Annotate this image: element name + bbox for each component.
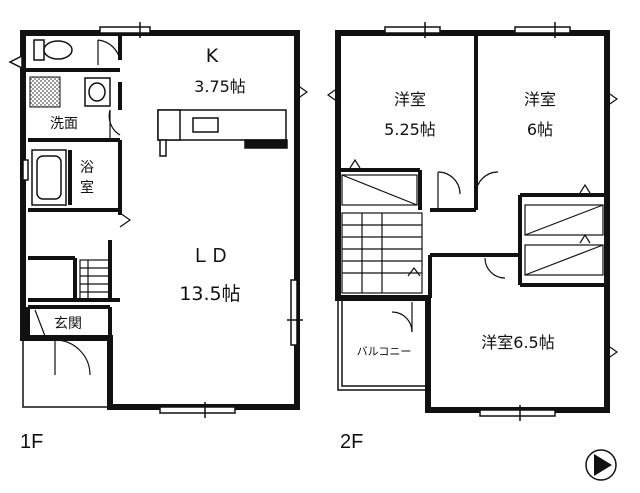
western2-name: 洋室 [524,90,556,109]
bathtub-icon [31,149,67,206]
bath-name-bottom: 室 [80,179,94,196]
porch [22,340,108,408]
floor-2f: 洋室 5.25帖 洋室 6帖 洋室6.5帖 バルコニー 2F [326,22,619,453]
stairs-icon [79,259,111,301]
western1-name: 洋室 [394,90,426,109]
western1-size: 5.25帖 [384,120,436,139]
ld-size: 13.5帖 [179,283,240,305]
stairs-icon [341,212,423,294]
kitchen-counter [157,109,288,157]
western3-label: 洋室6.5帖 [481,333,554,352]
bath-name-top: 浴 [80,160,94,176]
washroom-name: 洗面 [50,116,78,132]
balcony-name: バルコニー [357,345,412,358]
door-swing-icon [326,87,619,360]
door-swing-icon [34,39,309,376]
kitchen-name: K [206,45,219,67]
western2-size: 6帖 [527,120,553,139]
sink-icon [84,77,111,107]
interior-walls-1f [23,33,122,338]
closet-icon [341,174,604,276]
window-icon [384,22,571,421]
floor-2f-label: 2F [340,431,363,453]
compass-icon [585,449,617,481]
outer-walls-1f [20,30,300,410]
washroom-floor-pattern [29,76,61,108]
floor-1f-label: 1F [20,431,43,453]
toilet-icon [8,39,73,70]
kitchen-size: 3.75帖 [194,77,246,96]
interior-walls-2f [338,33,607,298]
entrance-name: 玄関 [54,315,82,332]
window-icon [22,22,303,418]
balcony [337,300,426,391]
ld-name: ＬＤ [191,245,229,267]
floor-1f: K 3.75帖 ＬＤ 13.5帖 洗面 浴 室 玄関 1F [8,22,309,453]
outer-walls-2f [335,30,610,413]
